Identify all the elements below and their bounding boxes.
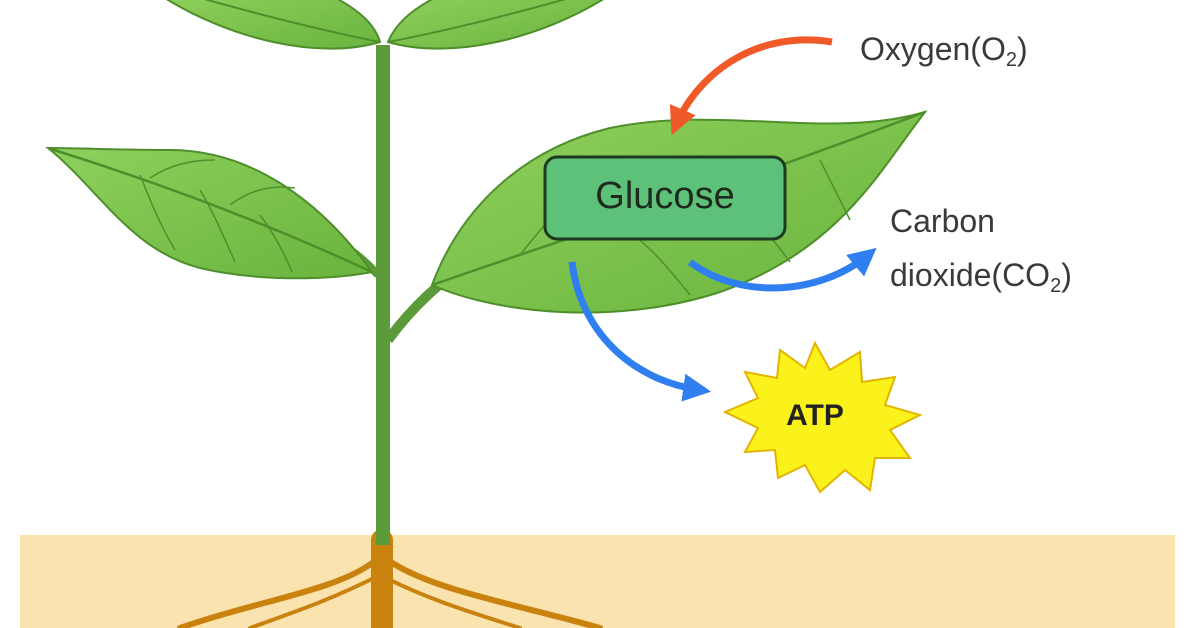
atp-label: ATP (786, 399, 844, 432)
glucose-box: Glucose (543, 155, 787, 241)
co2-arrow (687, 247, 877, 292)
carbon-dioxide-label-line1: Carbon (890, 203, 995, 239)
top-leaf-right (386, 0, 604, 50)
soil (20, 535, 1175, 628)
atp-arrow (568, 261, 712, 402)
left-leaf (45, 146, 374, 280)
roots (177, 529, 603, 628)
glucose-label: Glucose (595, 175, 734, 217)
atp-burst: ATP (722, 340, 923, 494)
oxygen-arrow (669, 36, 833, 136)
top-leaf-left (166, 0, 382, 50)
oxygen-label: Oxygen(O2) (860, 31, 1028, 71)
carbon-dioxide-label-line2: dioxide(CO2) (890, 257, 1072, 297)
